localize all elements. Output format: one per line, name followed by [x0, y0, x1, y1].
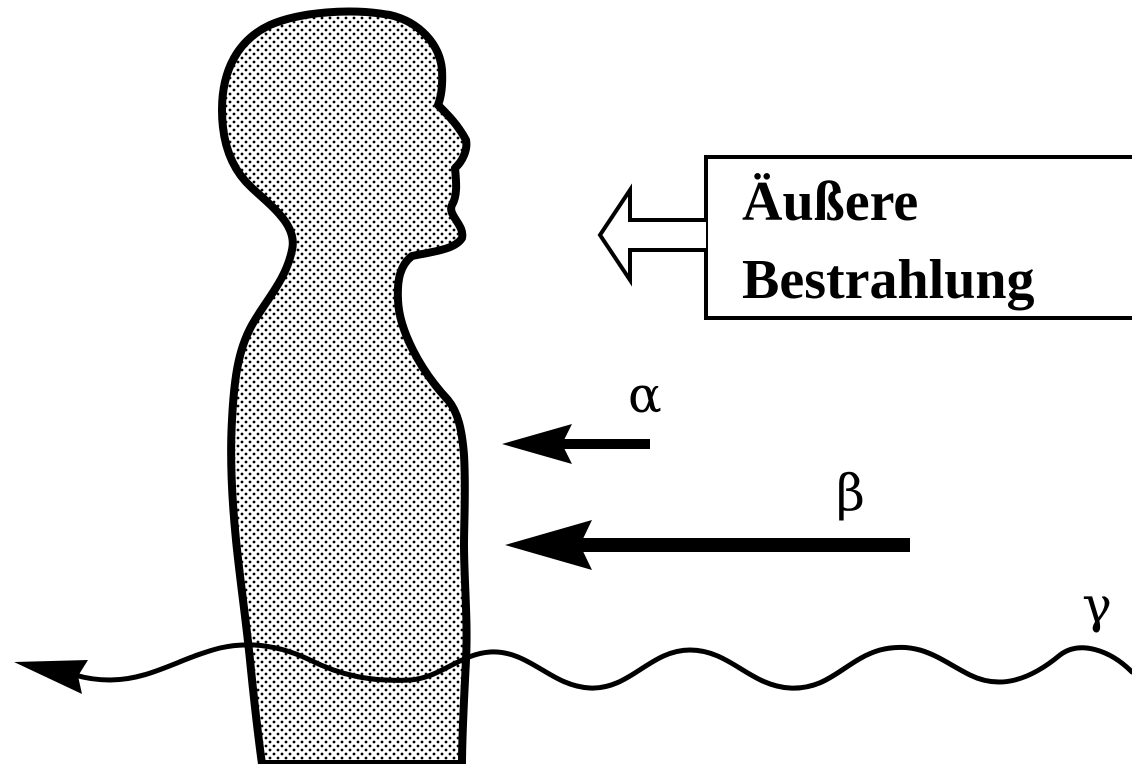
gamma-wave — [75, 645, 1132, 688]
label-line-2: Bestrahlung — [742, 249, 1035, 311]
beta-label: β — [836, 464, 865, 522]
alpha-arrowhead-icon — [502, 424, 572, 464]
beta-arrowhead-icon — [505, 520, 592, 570]
human-silhouette — [222, 12, 467, 764]
gamma-label: γ — [1082, 576, 1112, 634]
label-line-1: Äußere — [742, 171, 918, 233]
alpha-label: α — [628, 366, 662, 424]
hollow-arrow-icon — [600, 190, 706, 280]
gamma-arrowhead-icon — [14, 660, 88, 694]
